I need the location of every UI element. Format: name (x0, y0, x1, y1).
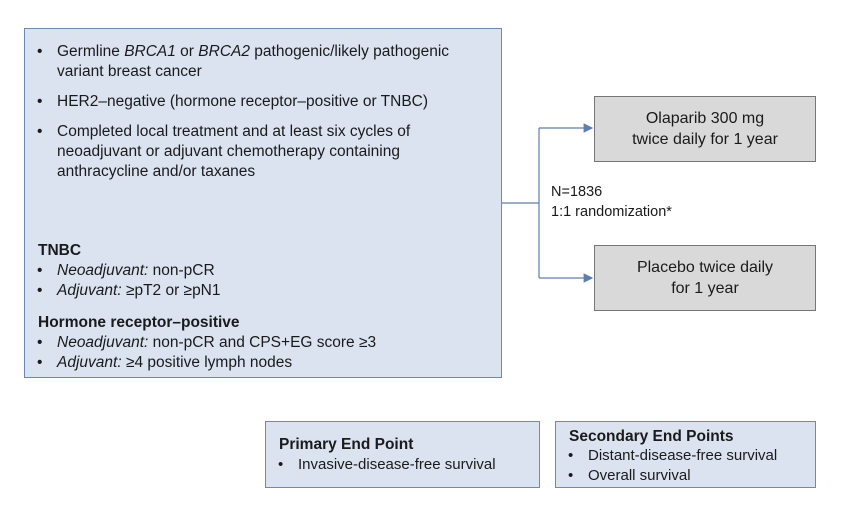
setting-label: Neoadjuvant: (57, 262, 149, 279)
setting-label: Adjuvant: (57, 354, 122, 371)
sub-criterion-text: non-pCR (148, 262, 215, 279)
eligibility-criterion: Germline BRCA1 or BRCA2 pathogenic/likel… (25, 42, 495, 82)
sample-size-label: N=1836 (551, 184, 603, 200)
hr-positive-heading: Hormone receptor–positive (38, 314, 240, 331)
eligibility-criteria-list: Germline BRCA1 or BRCA2 pathogenic/likel… (25, 42, 495, 192)
sub-criterion: Neoadjuvant: non-pCR (25, 261, 495, 281)
olaparib-arm-line1: Olaparib 300 mg (645, 110, 765, 127)
criterion-text: or (175, 43, 199, 60)
hr-positive-criteria-list: Neoadjuvant: non-pCR and CPS+EG score ≥3… (25, 333, 495, 373)
tnbc-criteria-list: Neoadjuvant: non-pCRAdjuvant: ≥pT2 or ≥p… (25, 261, 495, 301)
olaparib-arm-box: Olaparib 300 mg twice daily for 1 year (594, 96, 816, 162)
sub-criterion: Adjuvant: ≥4 positive lymph nodes (25, 353, 495, 373)
endpoint-item: Invasive-disease-free survival (266, 455, 526, 475)
primary-endpoint-list: Invasive-disease-free survival (266, 455, 526, 475)
placebo-arm-box: Placebo twice daily for 1 year (594, 245, 816, 311)
gene-name: BRCA1 (124, 43, 176, 60)
criterion-text: HER2–negative (hormone receptor–positive… (57, 93, 429, 110)
eligibility-criterion: Completed local treatment and at least s… (25, 122, 495, 182)
setting-label: Neoadjuvant: (57, 334, 149, 351)
secondary-endpoint-box: Secondary End Points Distant-disease-fre… (555, 421, 816, 488)
primary-endpoint-box: Primary End Point Invasive-disease-free … (265, 421, 540, 488)
tnbc-heading: TNBC (38, 242, 82, 259)
sub-criterion-text: non-pCR and CPS+EG score ≥3 (148, 334, 377, 351)
criterion-text: Germline (57, 43, 125, 60)
setting-label: Adjuvant: (57, 282, 122, 299)
endpoint-item: Distant-disease-free survival (556, 446, 816, 466)
eligibility-criterion: HER2–negative (hormone receptor–positive… (25, 92, 495, 112)
criterion-text: pathogenic/likely pathogenic variant bre… (57, 43, 450, 80)
secondary-endpoint-title: Secondary End Points (569, 428, 734, 445)
sub-criterion: Neoadjuvant: non-pCR and CPS+EG score ≥3 (25, 333, 495, 353)
sub-criterion: Adjuvant: ≥pT2 or ≥pN1 (25, 281, 495, 301)
eligibility-box: Germline BRCA1 or BRCA2 pathogenic/likel… (24, 28, 502, 378)
olaparib-arm-line2: twice daily for 1 year (632, 131, 778, 148)
secondary-endpoint-list: Distant-disease-free survivalOverall sur… (556, 446, 816, 486)
sub-criterion-text: ≥pT2 or ≥pN1 (121, 282, 221, 299)
criterion-text: Completed local treatment and at least s… (57, 123, 411, 180)
placebo-arm-line2: for 1 year (671, 280, 739, 297)
placebo-arm-line1: Placebo twice daily (636, 259, 774, 276)
sub-criterion-text: ≥4 positive lymph nodes (121, 354, 293, 371)
randomization-label: 1:1 randomization* (551, 204, 672, 220)
primary-endpoint-title: Primary End Point (279, 436, 414, 453)
endpoint-item: Overall survival (556, 466, 816, 486)
gene-name: BRCA2 (198, 43, 250, 60)
